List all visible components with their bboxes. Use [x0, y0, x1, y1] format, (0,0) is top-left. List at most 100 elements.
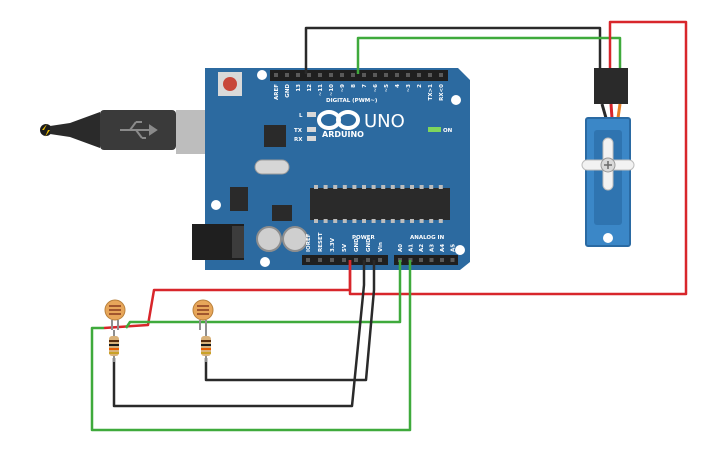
- power-led: [428, 127, 441, 132]
- header-pin[interactable]: [373, 73, 377, 77]
- header-pin[interactable]: [417, 73, 421, 77]
- chip-leg: [314, 185, 318, 189]
- resistor-band: [201, 348, 211, 350]
- header-pin[interactable]: [329, 73, 333, 77]
- header-pin[interactable]: [429, 258, 434, 262]
- header-pin[interactable]: [440, 258, 444, 262]
- header-pin[interactable]: [318, 73, 322, 77]
- servo-lead: [600, 103, 608, 119]
- led-l-label: L: [299, 113, 303, 119]
- resistor-band: [201, 344, 211, 346]
- wire-5v-to-ldr: [103, 260, 352, 330]
- photoresistor-2: [192, 299, 214, 330]
- resistor-1: [109, 330, 119, 362]
- reset-button-cap[interactable]: [223, 77, 237, 91]
- pin-label: 8: [351, 84, 357, 88]
- chip-leg: [381, 219, 386, 223]
- chip-leg: [362, 219, 366, 223]
- header-pin[interactable]: [362, 73, 366, 77]
- pin-label: A1: [409, 244, 415, 252]
- header-pin[interactable]: [384, 73, 388, 77]
- header-pin[interactable]: [342, 258, 346, 262]
- chip-leg: [390, 219, 395, 223]
- header-pin[interactable]: [330, 258, 334, 262]
- pin-label: 7: [362, 84, 368, 88]
- pin-label: ~6: [373, 84, 379, 93]
- board-brand-label: ARDUINO: [322, 130, 364, 139]
- header-pin[interactable]: [318, 258, 322, 262]
- header-pin[interactable]: [274, 73, 278, 77]
- pin-label: A3: [430, 244, 436, 252]
- pin-label: ~5: [384, 84, 390, 93]
- wire-gnd-to-resistor-1: [112, 260, 366, 408]
- header-pin[interactable]: [285, 73, 289, 77]
- chip-leg: [390, 185, 395, 189]
- analog-header-label: ANALOG IN: [410, 235, 445, 241]
- header-pin[interactable]: [354, 258, 358, 262]
- chip-leg: [419, 219, 424, 223]
- chip-leg: [371, 219, 376, 223]
- usb-chip: [264, 125, 286, 147]
- led-tx-label: TX: [294, 128, 303, 134]
- chip-leg: [438, 219, 443, 223]
- digital-header: [270, 70, 448, 81]
- chip-leg: [429, 219, 434, 223]
- capacitor: [256, 226, 282, 252]
- wire-signal-to-servo: [356, 36, 622, 74]
- pin-label: 4: [395, 84, 401, 88]
- pin-label: GND: [366, 238, 372, 252]
- header-pin[interactable]: [428, 73, 432, 77]
- resistor-2: [201, 330, 211, 362]
- pin-label: 13: [296, 84, 302, 92]
- photoresistor-track: [109, 305, 121, 315]
- pin-label: GND: [285, 84, 291, 98]
- servo-mount-hole: [603, 233, 613, 243]
- photoresistor-1: [104, 299, 126, 330]
- power-header-label: POWER: [352, 235, 376, 241]
- pin-label: A0: [398, 244, 404, 252]
- resistor-band: [201, 340, 211, 342]
- led-rx: [307, 136, 316, 141]
- pin-label: 12: [307, 84, 313, 92]
- pin-label: ~11: [318, 84, 324, 96]
- chip-leg: [333, 219, 338, 223]
- resistor-band: [109, 352, 119, 354]
- header-pin[interactable]: [406, 73, 410, 77]
- header-pin[interactable]: [378, 258, 382, 262]
- led-l: [307, 112, 316, 117]
- chip-leg: [371, 185, 376, 189]
- servo-lead: [609, 103, 614, 119]
- mounting-hole: [257, 70, 267, 80]
- chip-leg: [410, 185, 414, 189]
- chip-leg: [333, 185, 338, 189]
- chip-leg: [323, 185, 328, 189]
- chip-leg: [419, 185, 424, 189]
- header-pin[interactable]: [366, 258, 370, 262]
- header-pin[interactable]: [306, 258, 310, 262]
- led-tx: [307, 127, 316, 132]
- pin-label: A4: [440, 244, 446, 252]
- wire-a0-to-sensor-1: [124, 260, 402, 329]
- header-pin[interactable]: [395, 73, 399, 77]
- pin-label: 3.3V: [330, 237, 336, 252]
- header-pin[interactable]: [450, 258, 455, 262]
- chip-leg: [410, 219, 414, 223]
- header-pin[interactable]: [307, 73, 311, 77]
- header-pin[interactable]: [439, 73, 443, 77]
- header-pin[interactable]: [419, 258, 423, 262]
- header-pin[interactable]: [340, 73, 344, 77]
- capacitor: [282, 226, 308, 252]
- usb-cable-strain-relief: [50, 112, 100, 148]
- header-pin[interactable]: [296, 73, 300, 77]
- mounting-hole: [451, 95, 461, 105]
- analog-header: [394, 255, 458, 265]
- resistor-band: [109, 348, 119, 350]
- wire-a1-to-sensor-2: [90, 260, 412, 432]
- header-pin[interactable]: [351, 73, 355, 77]
- power-led-label: ON: [443, 128, 453, 134]
- wire-gnd-to-resistor-2: [204, 260, 376, 382]
